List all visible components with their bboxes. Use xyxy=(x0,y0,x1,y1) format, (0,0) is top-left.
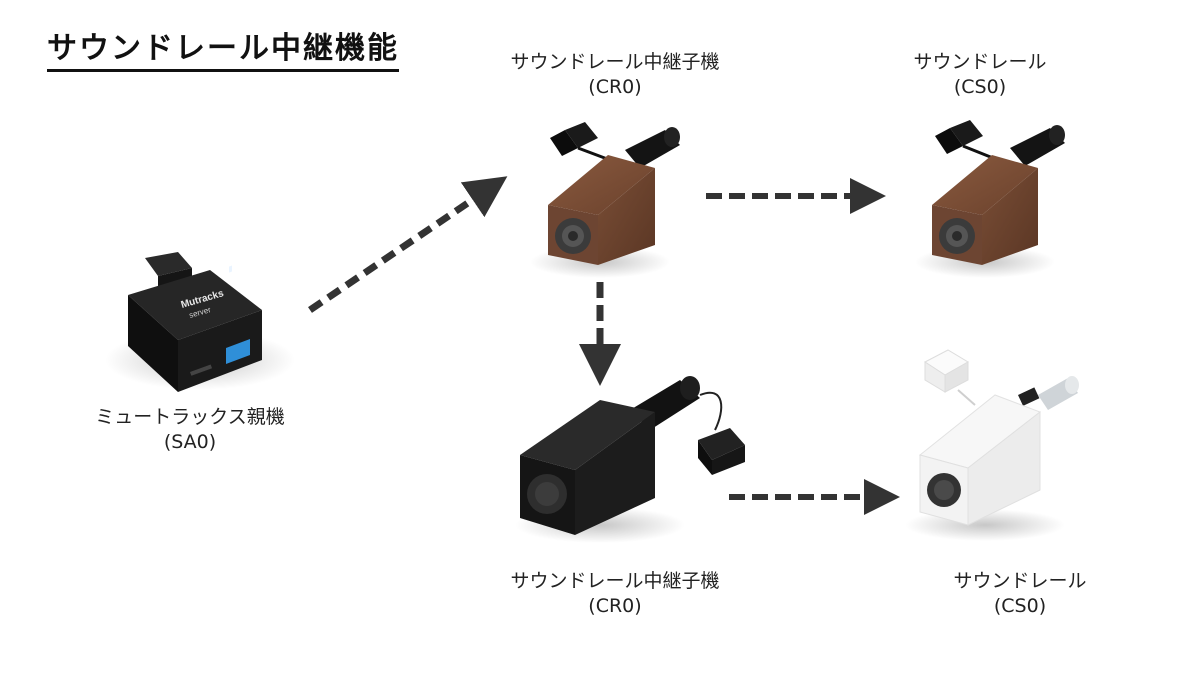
sd-slot xyxy=(190,364,213,376)
relay-top-device-image xyxy=(530,122,680,278)
parent-label: ミュートラックス親機 (SA0) xyxy=(65,405,315,455)
rail-bottom-code: (CS0) xyxy=(993,595,1047,617)
arrow-parent-to-relay xyxy=(308,176,508,313)
parent-name: ミュートラックス親機 xyxy=(95,406,285,428)
parent-device-image: Mutracks server xyxy=(105,252,295,392)
parent-code: (SA0) xyxy=(163,431,217,453)
rail-top-device-image xyxy=(915,120,1065,278)
rail-bottom-label: サウンドレール (CS0) xyxy=(925,569,1115,619)
rail-top-label: サウンドレール (CS0) xyxy=(885,50,1075,100)
page-title: サウンドレール中継機能 xyxy=(47,30,399,72)
rail-bottom-name: サウンドレール xyxy=(953,570,1087,592)
rail-top-name: サウンドレール xyxy=(913,51,1047,73)
rail-bottom-device-image xyxy=(905,349,1079,541)
relay-top-code: (CR0) xyxy=(588,76,642,98)
relay-bottom-name: サウンドレール中継子機 xyxy=(510,570,720,592)
relay-bottom-label: サウンドレール中継子機 (CR0) xyxy=(470,569,760,619)
dip-switch xyxy=(226,265,250,364)
relay-top-name: サウンドレール中継子機 xyxy=(510,51,720,73)
relay-bottom-code: (CR0) xyxy=(588,595,642,617)
relay-top-label: サウンドレール中継子機 (CR0) xyxy=(470,50,760,100)
rail-top-code: (CS0) xyxy=(953,76,1007,98)
relay-bottom-device-image xyxy=(515,376,745,543)
